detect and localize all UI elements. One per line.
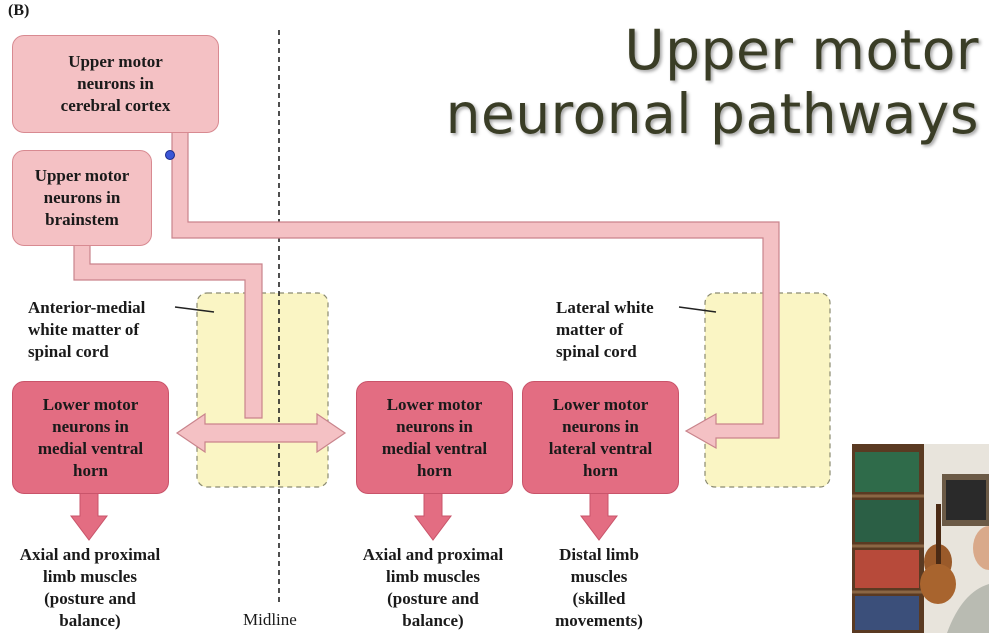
lmn-left-medial-box: Lower motor neurons in medial ventral ho… — [12, 381, 169, 494]
lmn-left-line-3: medial ventral — [37, 438, 144, 458]
umn-brainstem-box: Upper motor neurons in brainstem — [12, 150, 152, 246]
bilateral-arrow — [175, 412, 347, 454]
muscles-left-axial-label: Axial and proximal limb muscles (posture… — [0, 544, 180, 632]
umn-cortex-line-3: cerebral cortex — [60, 96, 171, 115]
lateral-pathway — [171, 129, 780, 450]
umn-brainstem-line-3: brainstem — [45, 210, 119, 229]
muscles-left-line-2: limb muscles — [43, 567, 137, 586]
lmn-right-line-4: horn — [417, 460, 452, 480]
muscles-left-line-3: (posture and — [44, 589, 136, 608]
lmn-lateral-line-4: horn — [583, 460, 618, 480]
muscles-distal-line-2: muscles — [570, 567, 628, 586]
muscles-left-line-1: Axial and proximal — [19, 545, 161, 564]
muscles-left-line-4: balance) — [59, 611, 121, 630]
muscles-distal-line-3: (skilled — [572, 589, 626, 608]
muscles-distal-line-1: Distal limb — [559, 545, 639, 564]
lmn-left-line-2: neurons in — [52, 416, 129, 436]
title-line-2: neuronal pathways — [445, 82, 979, 146]
slide-title: Upper motor neuronal pathways — [446, 18, 979, 146]
lmn-lateral-box: Lower motor neurons in lateral ventral h… — [522, 381, 679, 494]
lmn-right-line-1: Lower motor — [386, 394, 483, 414]
presenter-webcam-video — [852, 444, 989, 633]
anterior-medial-label-line-1: Anterior-medial — [28, 298, 146, 317]
down-arrow-middle — [414, 492, 452, 541]
midline-label: Midline — [243, 610, 297, 629]
muscles-right-line-2: limb muscles — [386, 567, 480, 586]
umn-cortex-box: Upper motor neurons in cerebral cortex — [12, 35, 219, 133]
anterior-medial-label-line-3: spinal cord — [28, 342, 109, 361]
webcam-scene — [852, 444, 989, 633]
lmn-right-line-2: neurons in — [396, 416, 473, 436]
muscles-right-line-4: balance) — [402, 611, 464, 630]
muscles-right-line-1: Axial and proximal — [362, 545, 504, 564]
umn-cortex-line-2: neurons in — [77, 74, 154, 93]
medial-pathway — [73, 243, 263, 419]
lmn-right-medial-box: Lower motor neurons in medial ventral ho… — [356, 381, 513, 494]
lmn-lateral-line-2: neurons in — [562, 416, 639, 436]
panel-label: (B) — [8, 2, 30, 19]
cursor-dot — [165, 150, 175, 160]
title-line-1: Upper motor — [624, 18, 979, 82]
muscles-right-line-3: (posture and — [387, 589, 479, 608]
down-arrow-left — [70, 492, 108, 541]
umn-brainstem-line-2: neurons in — [43, 188, 121, 207]
muscles-distal-label: Distal limb muscles (skilled movements) — [537, 544, 661, 632]
lateral-label-line-1: Lateral white — [556, 298, 654, 317]
muscles-distal-line-4: movements) — [555, 611, 643, 630]
lmn-left-line-4: horn — [73, 460, 108, 480]
lateral-label-line-2: matter of — [556, 320, 624, 339]
umn-brainstem-line-1: Upper motor — [34, 166, 130, 185]
lateral-label-line-3: spinal cord — [556, 342, 637, 361]
lateral-white-matter-label: Lateral white matter of spinal cord — [556, 297, 654, 363]
down-arrow-right — [580, 492, 618, 541]
lateral-leader-line — [678, 306, 717, 313]
lmn-right-line-3: medial ventral — [381, 438, 488, 458]
lmn-lateral-line-3: lateral ventral — [548, 438, 653, 458]
umn-cortex-line-1: Upper motor — [68, 52, 163, 71]
anterior-medial-label: Anterior-medial white matter of spinal c… — [28, 297, 145, 363]
muscles-right-axial-label: Axial and proximal limb muscles (posture… — [342, 544, 524, 632]
anterior-medial-leader-line — [174, 306, 215, 313]
lmn-left-line-1: Lower motor — [42, 394, 139, 414]
anterior-medial-label-line-2: white matter of — [28, 320, 140, 339]
lmn-lateral-line-1: Lower motor — [552, 394, 649, 414]
